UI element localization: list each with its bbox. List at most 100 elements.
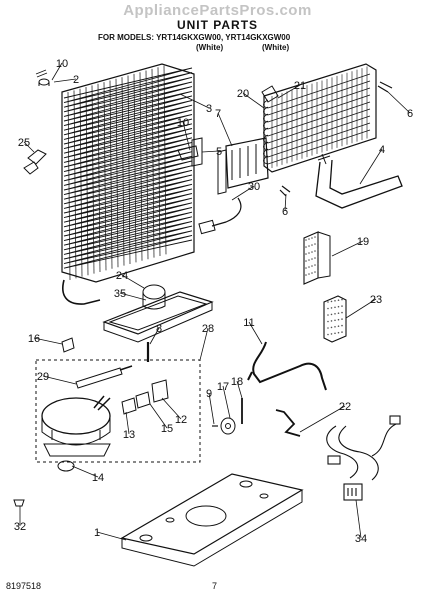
callout-leader-line bbox=[125, 411, 130, 435]
evaporator-part bbox=[263, 63, 377, 173]
callout-number: 22 bbox=[339, 401, 351, 413]
condenser-part bbox=[61, 63, 195, 305]
page-number: 7 bbox=[212, 581, 218, 591]
callout-leader-line bbox=[201, 150, 220, 153]
callout-leader-line bbox=[119, 292, 147, 301]
callout-number: 9 bbox=[206, 388, 212, 400]
grommet-part bbox=[13, 499, 25, 507]
callout-leader-line bbox=[71, 465, 99, 478]
defrost-heater-part bbox=[315, 153, 403, 209]
base-plate-part bbox=[120, 473, 304, 567]
evaporator-housing-part bbox=[217, 137, 269, 195]
clip-part bbox=[61, 337, 75, 353]
callout-leader-line bbox=[299, 405, 346, 433]
tubing-part bbox=[75, 365, 133, 389]
callout-number: 21 bbox=[294, 80, 306, 92]
page-title: UNIT PARTS bbox=[176, 18, 259, 32]
callout-number: 6 bbox=[282, 206, 288, 218]
callout-number: 30 bbox=[248, 181, 260, 193]
callout-leader-line bbox=[222, 385, 231, 419]
callout-leader-line bbox=[149, 327, 160, 345]
drain-pan-part bbox=[102, 284, 214, 343]
grommet-part bbox=[35, 69, 50, 86]
callout-number: 5 bbox=[216, 146, 222, 158]
callout-number: 7 bbox=[215, 108, 221, 120]
callout-leader-line bbox=[248, 321, 263, 345]
callout-number: 32 bbox=[14, 521, 26, 533]
callout-number: 20 bbox=[237, 88, 249, 100]
evap-bracket-part bbox=[261, 85, 279, 103]
bracket-part bbox=[23, 149, 47, 175]
callout-leader-line bbox=[121, 274, 145, 289]
relay-part bbox=[121, 379, 169, 415]
insulation-part bbox=[323, 295, 347, 343]
callout-leader-line bbox=[231, 185, 255, 201]
callout-number: 35 bbox=[114, 288, 126, 300]
callout-leader-line bbox=[284, 193, 287, 212]
callout-number: 6 bbox=[407, 108, 413, 120]
callout-number: 16 bbox=[28, 333, 40, 345]
wire-harness-part bbox=[326, 415, 401, 501]
callout-leader-line bbox=[33, 337, 63, 345]
callout-leader-line bbox=[179, 93, 210, 109]
callout-number: 1 bbox=[94, 527, 100, 539]
callout-leader-line bbox=[387, 91, 411, 114]
callout-number: 8 bbox=[156, 323, 162, 335]
start-device-part bbox=[212, 398, 243, 435]
callout-number: 25 bbox=[18, 137, 30, 149]
callout-number: 17 bbox=[217, 381, 229, 393]
callout-leader-line bbox=[217, 112, 233, 147]
clip-part bbox=[177, 137, 203, 167]
model-line: FOR MODELS: YRT14GKXGW00, YRT14GKXGW00 bbox=[98, 33, 291, 42]
callout-leader-line bbox=[355, 499, 362, 539]
callout-leader-line bbox=[277, 84, 301, 99]
callout-leader-line bbox=[42, 375, 77, 385]
compressor-kit-outline bbox=[35, 359, 201, 463]
callout-leader-line bbox=[182, 121, 191, 151]
callout-number: 15 bbox=[161, 423, 173, 435]
callout-leader-line bbox=[96, 531, 127, 541]
callout-number: 19 bbox=[357, 236, 369, 248]
wire-harness-part bbox=[198, 197, 242, 235]
thermostat-part bbox=[303, 231, 331, 285]
callout-number: 2 bbox=[73, 74, 79, 86]
callout-leader-line bbox=[53, 78, 77, 83]
callout-number: 3 bbox=[206, 103, 212, 115]
callout-leader-line bbox=[331, 240, 364, 257]
callout-leader-line bbox=[161, 397, 182, 420]
callout-number: 14 bbox=[92, 472, 104, 484]
callout-leader-line bbox=[242, 92, 265, 109]
callout-number: 18 bbox=[231, 376, 243, 388]
screw-part bbox=[377, 81, 393, 93]
callout-number: 12 bbox=[175, 414, 187, 426]
callout-number: 28 bbox=[202, 323, 214, 335]
callout-leader-line bbox=[236, 380, 243, 399]
callout-leader-line bbox=[345, 298, 377, 319]
callout-number: 10 bbox=[56, 58, 68, 70]
tubing-part bbox=[275, 409, 301, 437]
callout-number: 4 bbox=[379, 144, 385, 156]
color-label-1: (White) bbox=[196, 43, 224, 52]
callout-number: 29 bbox=[37, 371, 49, 383]
model-number-1: YRT14GKXGW00 bbox=[156, 33, 221, 42]
callout-leader-line bbox=[359, 148, 383, 185]
callout-number: 11 bbox=[243, 317, 254, 329]
callout-number: 23 bbox=[370, 294, 382, 306]
callout-leader-line bbox=[149, 403, 168, 429]
callout-number: 13 bbox=[123, 429, 135, 441]
callout-leader-line bbox=[208, 392, 215, 425]
callout-number: 10 bbox=[177, 117, 189, 129]
callout-leader-line bbox=[199, 327, 209, 361]
document-number: 8197518 bbox=[6, 581, 42, 591]
screw-part bbox=[279, 185, 291, 197]
model-prefix: FOR MODELS: bbox=[98, 33, 154, 42]
compressor-part bbox=[41, 395, 111, 472]
model-number-2: YRT14GKXGW00 bbox=[225, 33, 291, 42]
tubing-part bbox=[247, 341, 327, 391]
callout-number: 34 bbox=[355, 533, 367, 545]
callout-leader-line bbox=[23, 141, 35, 153]
callout-number: 24 bbox=[116, 270, 128, 282]
callout-leader-line bbox=[51, 62, 63, 81]
